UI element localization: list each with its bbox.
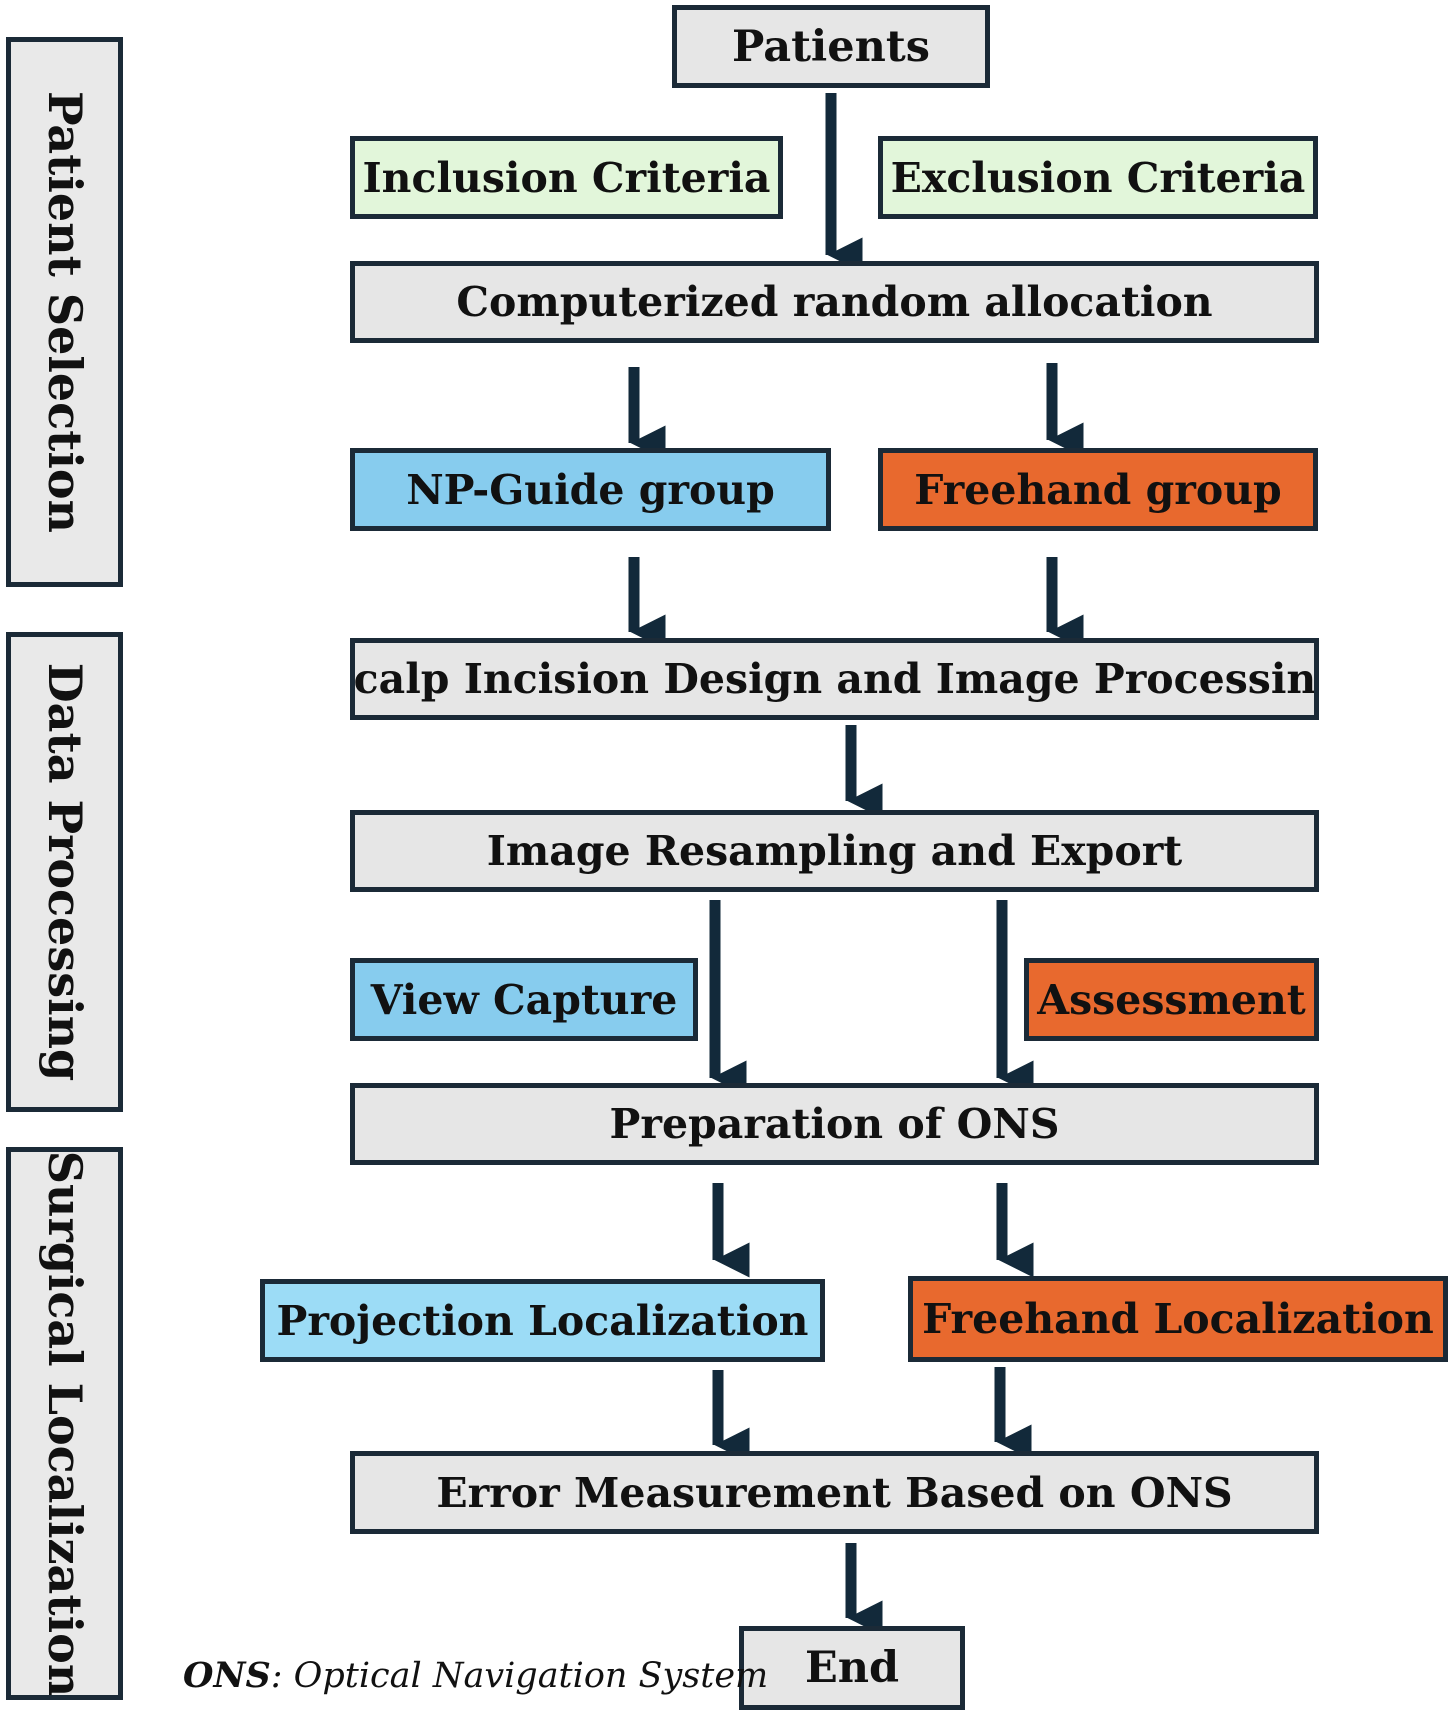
exclusion-criteria-label: Exclusion Criteria <box>890 153 1306 202</box>
preparation-ons-box: Preparation of ONS <box>350 1083 1319 1165</box>
image-resampling-label: Image Resampling and Export <box>486 827 1183 875</box>
footnote-definition: : Optical Navigation System <box>270 1656 769 1696</box>
phase-patient-selection: Patient Selection <box>6 37 123 587</box>
patients-label: Patients <box>732 21 930 72</box>
inclusion-criteria-label: Inclusion Criteria <box>362 153 771 202</box>
projection-localization-box: Projection Localization <box>260 1279 825 1362</box>
image-resampling-box: Image Resampling and Export <box>350 810 1319 892</box>
random-allocation-box: Computerized random allocation <box>350 261 1319 343</box>
view-capture-box: View Capture <box>350 958 698 1041</box>
phase-data-processing: Data Processing <box>6 632 123 1112</box>
phase-surgical-localization: Surgical Localization <box>6 1147 123 1700</box>
freehand-localization-box: Freehand Localization <box>908 1276 1448 1362</box>
scalp-incision-box: Scalp Incision Design and Image Processi… <box>350 638 1319 720</box>
freehand-group-label: Freehand group <box>914 465 1282 514</box>
projection-localization-label: Projection Localization <box>276 1296 809 1345</box>
np-guide-group-box: NP-Guide group <box>350 448 831 531</box>
patients-box: Patients <box>672 5 990 88</box>
error-measurement-label: Error Measurement Based on ONS <box>436 1468 1233 1517</box>
view-capture-label: View Capture <box>370 975 678 1024</box>
footnote: ONS: Optical Navigation System <box>183 1655 768 1696</box>
freehand-localization-label: Freehand Localization <box>922 1295 1434 1343</box>
np-guide-group-label: NP-Guide group <box>406 465 775 514</box>
error-measurement-box: Error Measurement Based on ONS <box>350 1451 1319 1534</box>
inclusion-criteria-box: Inclusion Criteria <box>350 136 783 219</box>
preparation-ons-label: Preparation of ONS <box>609 1100 1060 1148</box>
end-box: End <box>739 1626 965 1710</box>
exclusion-criteria-box: Exclusion Criteria <box>878 136 1318 219</box>
footnote-abbreviation: ONS <box>183 1655 271 1696</box>
random-allocation-label: Computerized random allocation <box>456 278 1213 326</box>
scalp-incision-label: Scalp Incision Design and Image Processi… <box>350 655 1319 703</box>
assessment-box: Assessment <box>1024 958 1319 1041</box>
freehand-group-box: Freehand group <box>878 448 1318 531</box>
end-label: End <box>804 1643 900 1693</box>
assessment-label: Assessment <box>1037 975 1306 1024</box>
